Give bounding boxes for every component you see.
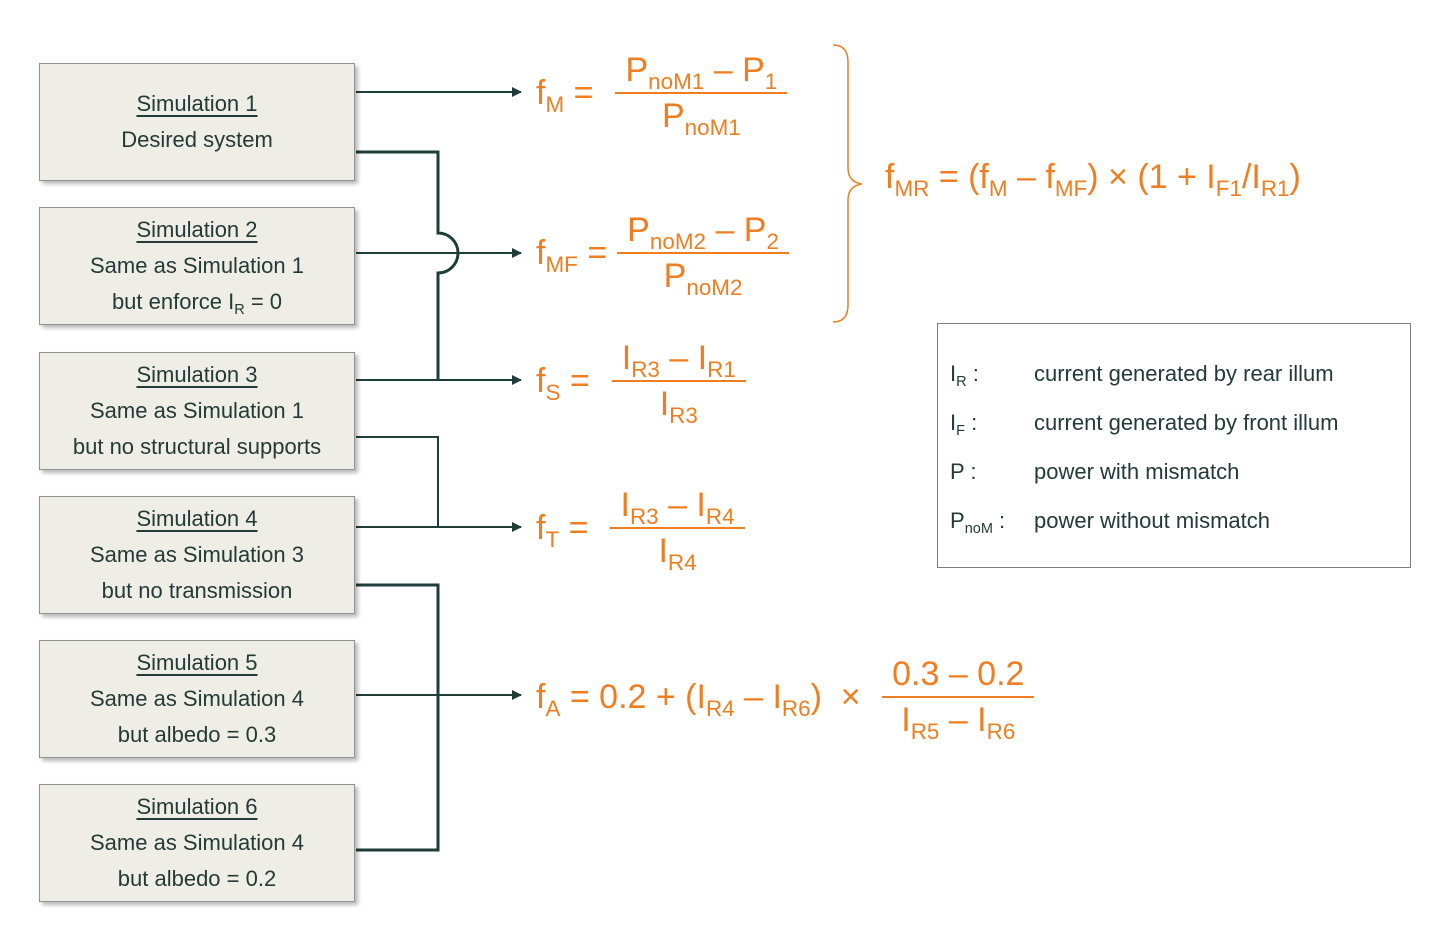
fraction: IR3 – IR4 IR4 xyxy=(610,483,745,575)
simulation-desc: Desired system xyxy=(121,127,273,152)
fraction-bar xyxy=(615,92,788,94)
simulation-desc: but no structural supports xyxy=(72,434,322,459)
legend-box: IR : current generated by rear illum IF … xyxy=(937,323,1411,568)
equation-fS: fS = IR3 – IR1 IR3 xyxy=(536,336,746,428)
legend-symbol: IR : xyxy=(950,361,979,391)
equation-lhs: fM = xyxy=(536,73,594,117)
legend-text: current generated by rear illum xyxy=(1034,361,1334,386)
simulation-desc: but enforce IR = 0 xyxy=(111,289,283,319)
simulation-title: Simulation 3 xyxy=(136,362,258,387)
legend-symbol: IF : xyxy=(950,410,978,440)
equation-fT: fT = IR3 – IR4 IR4 xyxy=(536,483,745,575)
simulation-box-4: Simulation 4 Same as Simulation 3 but no… xyxy=(39,496,355,614)
numerator: PnoM1 – P1 xyxy=(625,51,778,94)
equation-lhs: fA = 0.2 + (IR4 – IR6) × xyxy=(536,677,871,721)
legend-row-IR: IR : current generated by rear illum xyxy=(950,354,1334,394)
equation-fM: fM = PnoM1 – P1 PnoM1 xyxy=(536,48,788,140)
fraction: PnoM1 – P1 PnoM1 xyxy=(615,48,788,140)
simulation-box-6: Simulation 6 Same as Simulation 4 but al… xyxy=(39,784,355,902)
fraction-bar xyxy=(617,252,789,254)
equation-fA: fA = 0.2 + (IR4 – IR6) × 0.3 – 0.2 IR5 –… xyxy=(536,652,1035,744)
simulation-desc: Same as Simulation 1 xyxy=(90,253,304,278)
equation-lhs: fS = xyxy=(536,361,590,405)
connector-sim3-to-fT xyxy=(356,436,439,527)
simulation-desc: but albedo = 0.2 xyxy=(117,866,277,891)
numerator: IR3 – IR1 xyxy=(621,339,736,382)
denominator: IR5 – IR6 xyxy=(901,701,1016,744)
legend-text: power with mismatch xyxy=(1034,459,1240,484)
simulation-title: Simulation 2 xyxy=(136,217,258,242)
legend-text: power without mismatch xyxy=(1034,508,1270,533)
simulation-title: Simulation 6 xyxy=(136,794,258,819)
simulation-title: Simulation 4 xyxy=(136,506,258,531)
connector-sim1-to-fS xyxy=(356,150,460,380)
brace xyxy=(832,44,863,323)
simulation-box-3: Simulation 3 Same as Simulation 1 but no… xyxy=(39,352,355,470)
denominator: IR3 xyxy=(659,385,698,428)
denominator: PnoM2 xyxy=(663,257,743,300)
numerator: PnoM2 – P2 xyxy=(627,211,779,254)
legend-row-IF: IF : current generated by front illum xyxy=(950,403,1339,443)
simulation-title: Simulation 5 xyxy=(136,650,258,675)
legend-text: current generated by front illum xyxy=(1034,410,1339,435)
fraction: IR3 – IR1 IR3 xyxy=(611,336,746,428)
legend-symbol: PnoM : xyxy=(950,508,1006,538)
legend-symbol: P : xyxy=(950,459,977,484)
simulation-desc: Same as Simulation 4 xyxy=(90,830,304,855)
simulation-box-5: Simulation 5 Same as Simulation 4 but al… xyxy=(39,640,355,758)
equation-lhs: fT = xyxy=(536,508,589,552)
numerator: IR3 – IR4 xyxy=(620,486,735,529)
fraction: 0.3 – 0.2 IR5 – IR6 xyxy=(882,652,1035,744)
connector-sim4-to-fA xyxy=(356,583,440,852)
fraction: PnoM2 – P2 PnoM2 xyxy=(617,208,789,300)
simulation-desc: Same as Simulation 4 xyxy=(90,686,304,711)
simulation-box-1: Simulation 1 Desired system xyxy=(39,63,355,181)
legend-row-P: P : power with mismatch xyxy=(950,452,1239,492)
simulation-box-2: Simulation 2 Same as Simulation 1 but en… xyxy=(39,207,355,325)
fraction-bar xyxy=(882,696,1035,698)
fraction-bar xyxy=(611,380,746,382)
simulation-title: Simulation 1 xyxy=(136,91,258,116)
simulation-desc: Same as Simulation 3 xyxy=(90,542,304,567)
simulation-desc: but no transmission xyxy=(101,578,293,603)
denominator: IR4 xyxy=(658,532,697,575)
equation-fMR: fMR = (fM – fMF) × (1 + IF1/IR1) xyxy=(885,158,1301,201)
fraction-bar xyxy=(610,527,745,529)
equation-fMF: fMF = PnoM2 – P2 PnoM2 xyxy=(536,208,789,300)
denominator: PnoM1 xyxy=(661,97,741,140)
numerator: 0.3 – 0.2 xyxy=(892,655,1025,693)
legend-row-PnoM: PnoM : power without mismatch xyxy=(950,501,1270,541)
simulation-desc: Same as Simulation 1 xyxy=(90,398,304,423)
simulation-desc: but albedo = 0.3 xyxy=(117,722,277,747)
equation-lhs: fMF = xyxy=(536,233,608,277)
